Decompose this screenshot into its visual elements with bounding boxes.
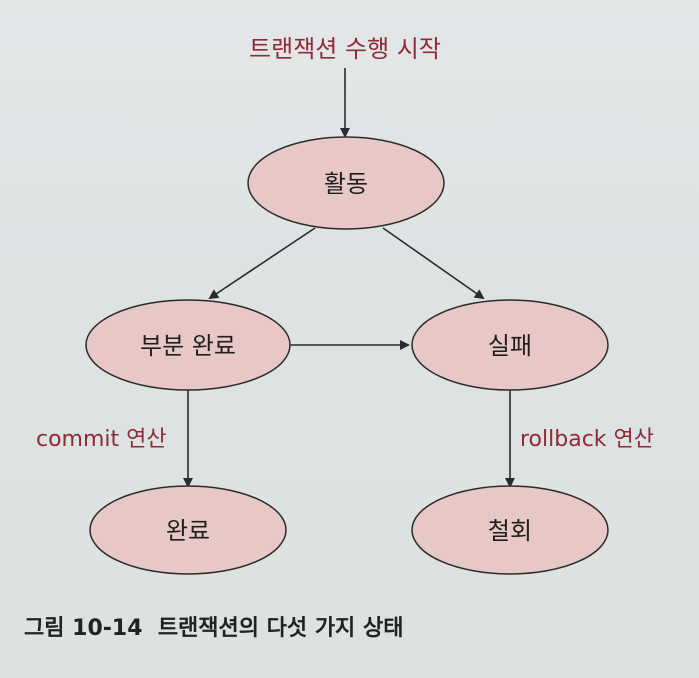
state-committed: 완료: [89, 485, 287, 575]
state-partially-committed-label: 부분 완료: [140, 332, 236, 360]
state-committed-label: 완료: [166, 517, 210, 545]
active-to-failed-arrow: [382, 227, 485, 300]
rollback-operation-label: rollback 연산: [520, 427, 654, 452]
state-aborted-ellipse: [411, 485, 609, 575]
state-active: 활동: [247, 136, 445, 230]
state-partially-committed-ellipse: [85, 299, 291, 391]
state-failed-ellipse: [411, 299, 609, 391]
figure-caption: 그림 10-14 트랜잭션의 다섯 가지 상태: [24, 616, 403, 641]
transaction-start-label: 트랜잭션 수행 시작: [249, 35, 441, 63]
active-to-partial-arrow: [208, 227, 316, 300]
state-partially-committed: 부분 완료: [85, 299, 291, 391]
state-failed-label: 실패: [488, 332, 532, 360]
state-active-ellipse: [247, 136, 445, 230]
state-committed-ellipse: [89, 485, 287, 575]
state-active-label: 활동: [324, 170, 368, 198]
commit-operation-label: commit 연산: [36, 427, 167, 452]
state-failed: 실패: [411, 299, 609, 391]
state-aborted: 철회: [411, 485, 609, 575]
state-aborted-label: 철회: [488, 517, 532, 545]
